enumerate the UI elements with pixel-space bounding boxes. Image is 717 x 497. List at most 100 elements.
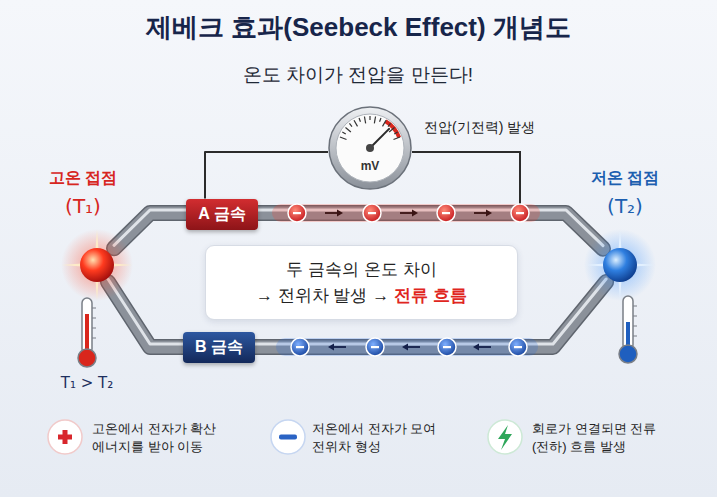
lightning-icon <box>498 425 512 450</box>
thermometer-tick <box>92 338 96 339</box>
lead-wire <box>412 152 520 206</box>
metal-a-box: A 금속 <box>186 199 257 230</box>
electron-sign <box>293 212 301 214</box>
hot-junction-shape <box>80 248 114 282</box>
meter-tick <box>389 127 394 131</box>
meter-tick <box>374 116 375 123</box>
legend-icon <box>271 420 305 454</box>
heat-tint <box>272 204 540 222</box>
flow-arrow <box>400 212 413 214</box>
electron <box>291 338 309 356</box>
meter-rim <box>329 107 411 189</box>
voltmeter: mV <box>328 106 412 190</box>
voltmeter-shape <box>328 106 412 190</box>
meter-tick <box>393 137 400 139</box>
electron <box>438 338 456 356</box>
thermometer-tick <box>633 306 637 307</box>
electron <box>509 338 527 356</box>
hot-thermometer <box>78 298 96 367</box>
cold-glow <box>584 229 656 301</box>
thermometer-bulb <box>78 349 96 367</box>
flow-arrow <box>412 210 418 217</box>
flow-arrow <box>328 344 334 351</box>
electron-sign <box>368 212 376 214</box>
electron <box>437 204 455 222</box>
flow-arrow <box>474 212 487 214</box>
thermometer-tick <box>92 318 96 319</box>
meter-tick <box>349 123 352 126</box>
node-text: (T₁) <box>65 194 101 218</box>
node-text: 전류 흐름 <box>394 286 467 305</box>
cold-thermometer <box>619 296 637 363</box>
legend-text: 고온에서 전자가 확산 에너지를 받아 이동 <box>92 420 244 456</box>
meter-face <box>336 114 404 182</box>
flow-arrow <box>333 346 346 348</box>
temperature-relation: T₁ > T₂ <box>61 374 113 392</box>
meter-tick <box>388 123 391 126</box>
diagram-title: 제베크 효과(Seebeck Effect) 개념도 <box>0 10 717 45</box>
legend-icon <box>488 420 522 454</box>
summary-box: 두 금속의 온도 차이 → 전위차 발생 → 전류 흐름 <box>205 245 518 320</box>
flow-arrow <box>407 346 420 348</box>
hot-junction: 고온 접점(T₁) <box>80 248 114 282</box>
meter-tick <box>354 120 358 126</box>
voltage-label: 전압(기전력) 발생 <box>424 119 535 137</box>
flow-arrow <box>478 346 491 348</box>
cold-junction: 저온 접점(T₂) <box>603 248 637 282</box>
electron-sign <box>514 346 522 348</box>
cold-junction-shape <box>603 248 637 282</box>
node-text: A 금속 <box>198 205 245 222</box>
thermometer-tick <box>633 336 637 337</box>
node-text: (T₂) <box>607 194 643 218</box>
electron <box>366 338 384 356</box>
sparkle <box>62 230 132 300</box>
sparkle <box>585 230 655 300</box>
electron-sign <box>516 212 524 214</box>
junction-sphere <box>80 248 114 282</box>
thermometer-tick <box>92 328 96 329</box>
meter-tick <box>342 132 345 134</box>
electron <box>288 204 306 222</box>
cold-tint <box>276 338 538 356</box>
thermometer-tick <box>633 316 637 317</box>
electron <box>363 204 381 222</box>
thermometer-bulb <box>619 345 637 363</box>
meter-tick <box>340 137 347 139</box>
electron <box>511 204 529 222</box>
meter-tick <box>394 132 397 134</box>
plus-icon <box>63 430 68 444</box>
meter-hub <box>366 144 374 152</box>
subtitle: 온도 차이가 전압을 만든다! <box>243 62 473 88</box>
thermometer-tick <box>92 308 96 309</box>
node-text: 두 금속의 온도 차이 <box>218 257 505 283</box>
flow-arrow <box>486 210 492 217</box>
electron-sign <box>371 346 379 348</box>
meter-tick <box>364 116 365 123</box>
flow-arrow <box>325 212 338 214</box>
meter-tick <box>383 120 387 126</box>
junction-sphere <box>603 248 637 282</box>
node-text: 고온 접점 <box>49 168 117 187</box>
flow-arrow <box>337 210 343 217</box>
legend-text: 저온에서 전자가 모여 전위차 형성 <box>312 420 464 456</box>
node-text: → 전위차 발생 → <box>256 286 389 305</box>
meter-tick <box>380 118 381 122</box>
flow-arrow <box>402 344 408 351</box>
legend-text: 회로가 연결되면 전류(전하) 흐름 발생 <box>532 420 684 456</box>
heat-glow <box>61 229 133 301</box>
node-text: mV <box>361 159 380 173</box>
node-text: B 금속 <box>195 338 243 355</box>
meter-tick <box>359 118 360 122</box>
meter-needle <box>370 129 389 148</box>
electron-sign <box>442 212 450 214</box>
legend-icon <box>48 420 82 454</box>
minus-icon <box>279 435 297 440</box>
thermometer-tick <box>633 326 637 327</box>
connector-group <box>205 152 328 199</box>
metal-b-box: B 금속 <box>183 332 255 363</box>
meter-lead-wire <box>205 152 328 199</box>
meter-tick <box>369 116 370 120</box>
electron-sign <box>443 346 451 348</box>
meter-tick <box>345 127 350 131</box>
